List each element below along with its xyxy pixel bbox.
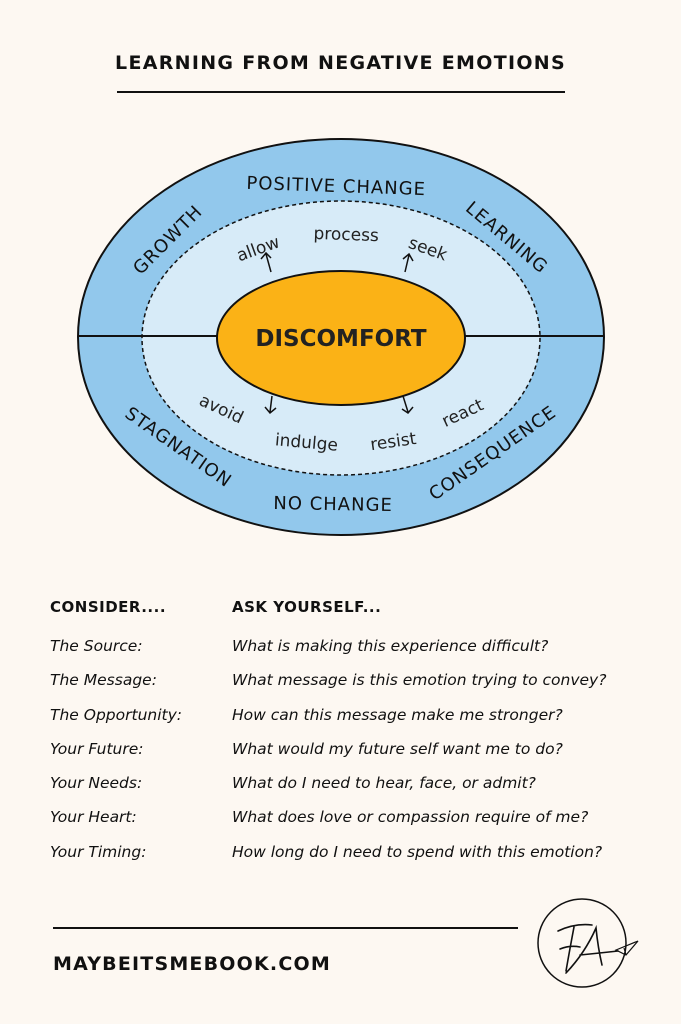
emotion-diagram: DISCOMFORT GROWTH POSITIVE CHANGE LEARNI… <box>77 138 605 536</box>
ask-cell: What message is this emotion trying to c… <box>232 671 607 689</box>
consider-header: CONSIDER.... <box>50 598 167 616</box>
ask-cell: What is making this experience difficult… <box>232 637 549 655</box>
ask-yourself-header: ASK YOURSELF... <box>232 598 382 616</box>
center-ellipse <box>216 270 466 406</box>
consider-cell: Your Timing: <box>50 843 147 861</box>
consider-cell: The Message: <box>50 671 157 689</box>
arrow-icon-down-left <box>264 395 277 415</box>
website-url: MAYBEITSMEBOOK.COM <box>53 953 331 975</box>
arrow-icon-up-left <box>260 251 272 273</box>
consider-cell: Your Future: <box>50 740 144 758</box>
outer-label-no-change: NO CHANGE <box>273 493 393 516</box>
consider-cell: The Source: <box>50 637 143 655</box>
ea-logo <box>537 898 639 988</box>
ask-cell: What would my future self want me to do? <box>232 740 563 758</box>
arrow-icon-down-right <box>401 395 414 414</box>
inner-label-process: process <box>313 224 379 246</box>
title-divider <box>117 91 565 93</box>
consider-cell: Your Heart: <box>50 808 137 826</box>
ask-cell: How long do I need to spend with this em… <box>232 843 603 861</box>
footer-divider <box>53 927 518 929</box>
consider-cell: The Opportunity: <box>50 706 182 724</box>
page-title: LEARNING FROM NEGATIVE EMOTIONS <box>115 52 566 74</box>
arrow-icon-up-right <box>402 252 414 273</box>
ask-cell: What do I need to hear, face, or admit? <box>232 774 536 792</box>
ask-cell: How can this message make me stronger? <box>232 706 563 724</box>
ask-cell: What does love or compassion require of … <box>232 808 589 826</box>
center-label: DISCOMFORT <box>255 326 426 352</box>
paper-plane-icon <box>614 940 639 956</box>
consider-cell: Your Needs: <box>50 774 143 792</box>
